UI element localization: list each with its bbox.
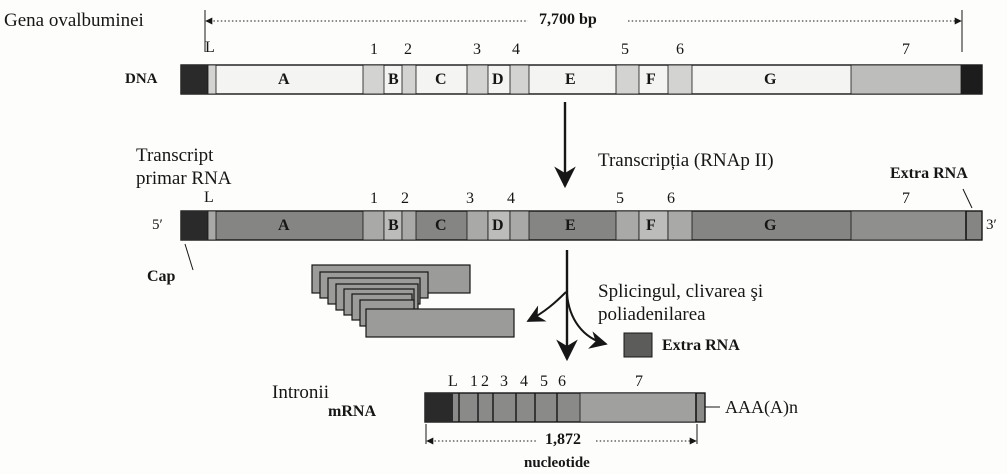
cap-pointer [184,243,194,271]
transcription-label: Transcripția (RNAp II) [598,150,774,171]
dna-exon-number-6: 6 [676,41,684,58]
transcript-exon-number-4: 4 [507,190,515,207]
dna-intron-g: G [764,71,777,88]
dna-exon-number-4: 4 [512,41,520,58]
transcript-intron-g: G [764,217,777,234]
dna-intron-f: F [646,71,656,88]
gene-length-label: 7,700 bp [539,11,597,28]
dna-exon-number-7: 7 [902,41,910,58]
cap-label: Cap [147,268,176,285]
mrna-exon-number-5: 5 [540,373,548,390]
transcript-exon-number-3: 3 [466,190,474,207]
transcript-intron-a: A [278,217,290,234]
dna-promoter-block [181,65,208,94]
transcript-bar [180,210,983,241]
intron-branch-arrow [526,291,567,322]
transcript-label-line1: Transcript [136,145,214,166]
dna-bar [180,64,983,95]
transcript-exon-number-6: 6 [667,190,675,207]
dna-exon-4 [509,64,530,95]
transcript-exon-number-5: 5 [616,190,624,207]
introns-label: Intronii [272,382,329,403]
dna-end-block [961,65,982,94]
mrna-exon-number-7: 7 [635,373,643,390]
transcript-intron-b: B [388,217,399,234]
dna-exon-1 [362,64,385,95]
dna-intron-b: B [388,71,399,88]
transcript-exon-number-7: 7 [902,190,910,207]
transcript-cap-block [181,211,208,240]
mrna-exon-number-4: 4 [520,373,528,390]
dna-intron-d: D [492,71,504,88]
mrna-label: mRNA [328,403,376,420]
extra-rna-branch-arrow [566,293,608,349]
transcript-intron-d: D [492,217,504,234]
transcript-intron-e: E [565,217,576,234]
mrna-exon-number-l: L [448,373,458,390]
dna-exon-3 [466,64,489,95]
poly-a-label: AAA(A)n [725,397,798,417]
dna-exon-2 [401,64,417,95]
extra-rna-pointer [962,188,973,209]
dna-label: DNA [125,71,158,87]
processing-label-line1: Splicingul, clivarea şi [598,281,764,302]
processing-label-line2: poliadenilarea [598,304,706,325]
mrna-length-unit: nucleotide [524,455,590,471]
transcript-exon-number-2: 2 [401,190,409,207]
mrna-length-label: 1,872 [545,431,581,448]
dna-exon-6 [667,64,693,95]
extra-rna-label-top: Extra RNA [890,165,968,182]
gene-length-dimension [204,10,963,52]
dna-intron-a: A [278,71,290,88]
five-prime-label: 5′ [152,217,163,233]
extra-rna-label-bottom: Extra RNA [662,337,740,354]
dna-exon-7 [850,64,962,95]
mrna-length-dimension [425,424,698,445]
transcript-intron-c: C [435,217,447,234]
dna-exon-l [207,64,217,95]
excised-introns-stack [311,264,515,338]
mrna-exon-number-2: 2 [481,373,489,390]
transcript-intron-f: F [646,217,656,234]
dna-leader-label: L [205,39,215,56]
dna-exon-number-2: 2 [404,41,412,58]
dna-intron-c: C [435,71,447,88]
dna-intron-e: E [565,71,576,88]
gene-title: Gena ovalbuminei [4,10,144,31]
mrna-exon-number-3: 3 [500,373,508,390]
dna-exon-number-1: 1 [370,41,378,58]
transcript-exon-number-1: 1 [370,190,378,207]
dna-exon-5 [615,64,640,95]
transcript-label-line2: primar RNA [136,168,232,189]
transcript-leader-label: L [204,189,214,206]
mrna-exon-number-6: 6 [558,373,566,390]
dna-exon-number-3: 3 [473,41,481,58]
dna-exon-number-5: 5 [621,41,629,58]
mrna-bar [424,392,720,423]
mrna-exon-number-1: 1 [470,373,478,390]
three-prime-label: 3′ [986,217,997,233]
extra-rna-box [623,332,653,358]
